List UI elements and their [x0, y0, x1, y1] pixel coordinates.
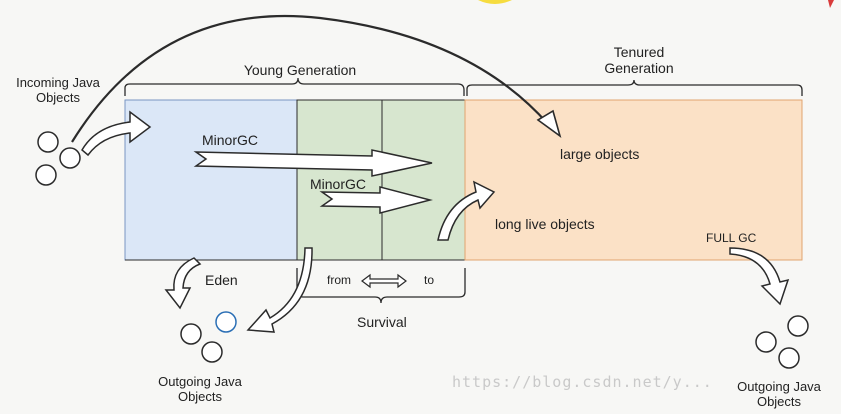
- outgoing-object-circle: [201, 341, 223, 363]
- minorgc-label-2: MinorGC: [310, 176, 367, 192]
- incoming-object-circle: [59, 147, 81, 169]
- outgoing-object-circle: [787, 315, 809, 337]
- full-gc-label: FULL GC: [706, 231, 757, 245]
- outgoing-object-circle: [180, 323, 202, 345]
- from-label: from: [327, 273, 351, 287]
- top-yellow-shape: [478, 0, 512, 4]
- eden-region: [124, 99, 298, 261]
- top-red-shape: [828, 0, 834, 8]
- incoming-object-circle: [35, 164, 57, 186]
- tenured-region: [464, 99, 803, 261]
- incoming-curved-arrow: [81, 110, 152, 157]
- tenured-generation-label: Tenured Generation: [604, 44, 674, 77]
- tenured-generation-bracket: [466, 79, 803, 96]
- large-objects-label: large objects: [560, 146, 640, 162]
- incoming-label: Incoming Java Objects: [16, 75, 100, 105]
- outgoing-right-label: Outgoing Java Objects: [737, 379, 821, 409]
- survival-bracket: [296, 268, 466, 304]
- young-generation-bracket: [124, 77, 465, 96]
- to-label: to: [424, 273, 435, 287]
- minorgc-label-1: MinorGC: [202, 132, 259, 148]
- eden-outgoing-arrow: [164, 257, 202, 310]
- young-generation-label: Young Generation: [243, 62, 357, 78]
- outgoing-object-circle: [778, 347, 800, 369]
- watermark: https://blog.csdn.net/y...: [452, 373, 713, 391]
- outgoing-left-label: Outgoing Java Objects: [158, 374, 242, 404]
- from-to-double-arrow: [361, 273, 407, 289]
- minorgc-arrow-2: [319, 186, 433, 214]
- outgoing-object-circle: [755, 331, 777, 353]
- large-objects-arrowhead: [536, 109, 562, 139]
- promotion-curved-arrow: [437, 180, 496, 241]
- outgoing-object-circle: [215, 311, 237, 333]
- survivor-outgoing-arrow: [246, 247, 313, 333]
- survival-label: Survival: [357, 314, 407, 330]
- large-objects-arc-arrow: [71, 14, 549, 143]
- long-live-objects-label: long live objects: [495, 216, 595, 232]
- survivor-from-region: [296, 99, 383, 261]
- incoming-object-circle: [37, 131, 59, 153]
- survivor-to-region: [381, 99, 466, 261]
- eden-label: Eden: [205, 272, 238, 288]
- full-gc-outgoing-arrow: [729, 247, 790, 306]
- minorgc-arrow-1: [193, 149, 433, 177]
